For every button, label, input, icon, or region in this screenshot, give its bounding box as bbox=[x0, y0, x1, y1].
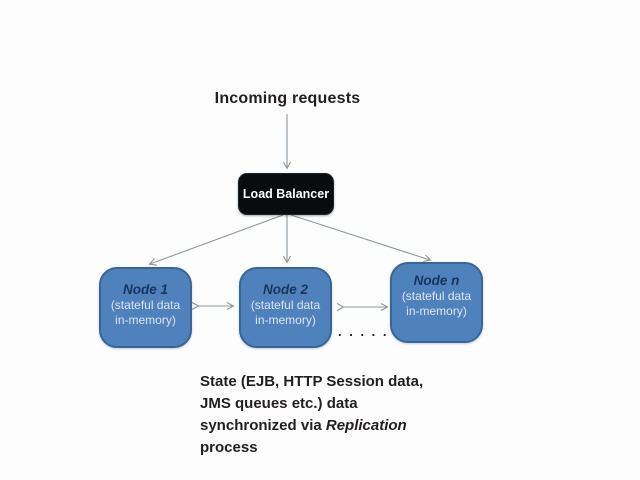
node-2-title: Node 2 bbox=[262, 282, 308, 297]
caption-line-2: JMS queues etc.) data bbox=[200, 395, 358, 412]
node-n-subtitle-line2: in-memory) bbox=[406, 304, 467, 318]
load-balancer-box: Load Balancer bbox=[238, 173, 334, 215]
node-n-title: Node n bbox=[413, 273, 460, 288]
arrow-lb-to-node-n bbox=[290, 214, 432, 263]
replication-caption: State (EJB, HTTP Session data, JMS queue… bbox=[200, 371, 450, 459]
node-1-title: Node 1 bbox=[122, 282, 168, 297]
node-2-subtitle-line2: in-memory) bbox=[255, 313, 316, 327]
node-n-box: Node n (stateful data in-memory) bbox=[390, 262, 483, 343]
node-1-subtitle-line2: in-memory) bbox=[115, 313, 176, 327]
arrow-lb-to-node-1 bbox=[148, 214, 284, 266]
caption-line-3-prefix: synchronized via bbox=[200, 417, 326, 434]
caption-replication-emphasis: Replication bbox=[325, 417, 407, 434]
incoming-requests-label: Incoming requests bbox=[214, 90, 361, 107]
caption-line-3: synchronized via Replication bbox=[200, 415, 450, 437]
load-balancer-label: Load Balancer bbox=[242, 187, 330, 201]
node-1-box: Node 1 (stateful data in-memory) bbox=[99, 267, 192, 348]
node-2-box: Node 2 (stateful data in-memory) bbox=[239, 267, 332, 348]
node-n-subtitle-line1: (stateful data bbox=[401, 289, 472, 303]
caption-line-1: State (EJB, HTTP Session data, bbox=[200, 373, 424, 390]
more-nodes-ellipsis: . . . . . bbox=[338, 324, 389, 339]
node-1-subtitle-line1: (stateful data bbox=[110, 298, 181, 312]
caption-line-4: process bbox=[200, 439, 258, 456]
node-2-subtitle-line1: (stateful data bbox=[250, 298, 321, 312]
